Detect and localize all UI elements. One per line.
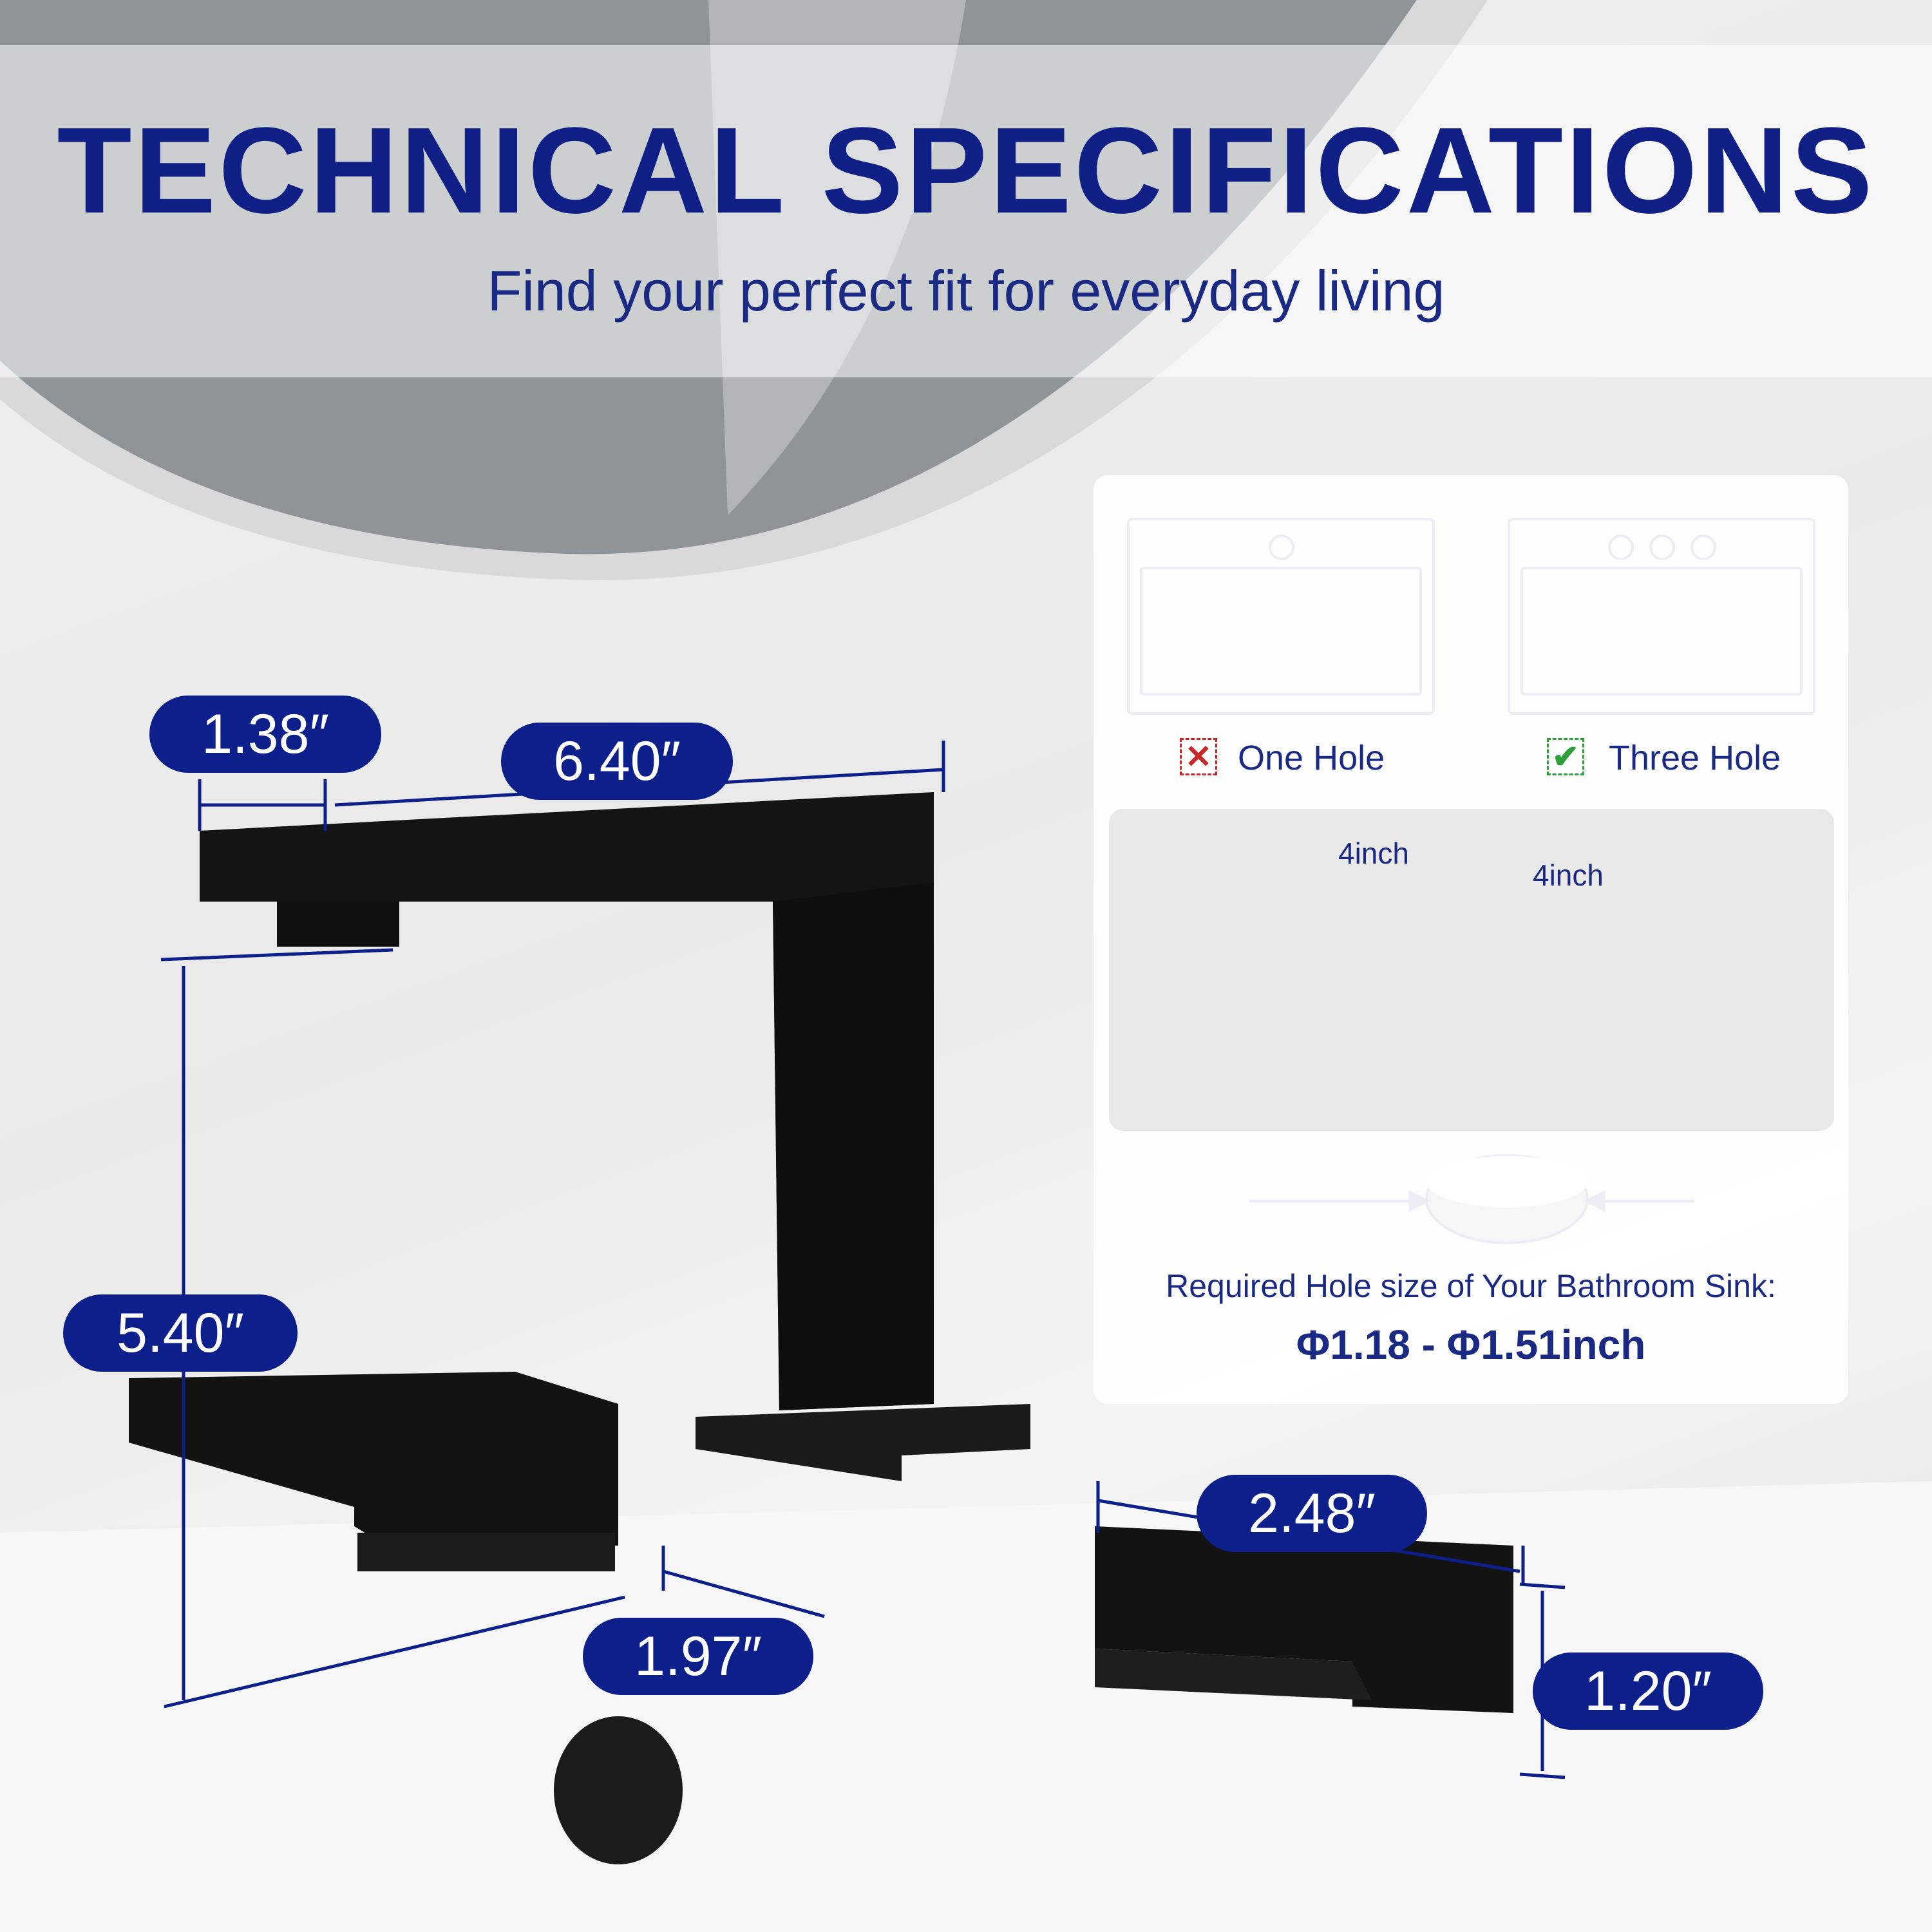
three-hole-label: Three Hole (1609, 739, 1781, 777)
aerator (277, 902, 399, 947)
check-icon: ✔ (1547, 738, 1584, 775)
one-hole-label: One Hole (1238, 739, 1385, 777)
dim-handle-height: 1.20″ (1533, 1653, 1763, 1730)
header-banner (0, 45, 1932, 377)
dim-spout-tip: 1.38″ (149, 696, 381, 773)
left-handle-base (357, 1533, 615, 1571)
spacing-left-label: 4inch (1338, 837, 1409, 870)
hole-size-caption: Required Hole size of Your Bathroom Sink… (1166, 1268, 1776, 1304)
page-subtitle: Find your perfect fit for everyday livin… (487, 259, 1445, 323)
page-title: TECHNICAL SPECIFICATIONS (57, 102, 1875, 239)
spacing-right-label: 4inch (1533, 858, 1604, 892)
dim-handle-length: 2.48″ (1197, 1475, 1427, 1552)
right-handle-base (1095, 1649, 1372, 1700)
left-handle (129, 1372, 618, 1546)
spout-base (696, 1404, 1030, 1481)
right-handle (1095, 1526, 1513, 1713)
hole-size-value: Φ1.18 - Φ1.51inch (1296, 1321, 1646, 1368)
cross-icon: ✕ (1180, 738, 1217, 775)
dim-base-depth: 1.97″ (583, 1618, 813, 1695)
dim-spout-reach: 6.40″ (501, 723, 733, 800)
faucet-riser (773, 882, 934, 1410)
hole-spacing-box (1109, 809, 1834, 1131)
drain-stopper (554, 1716, 683, 1864)
dim-spout-height: 5.40″ (63, 1294, 298, 1372)
